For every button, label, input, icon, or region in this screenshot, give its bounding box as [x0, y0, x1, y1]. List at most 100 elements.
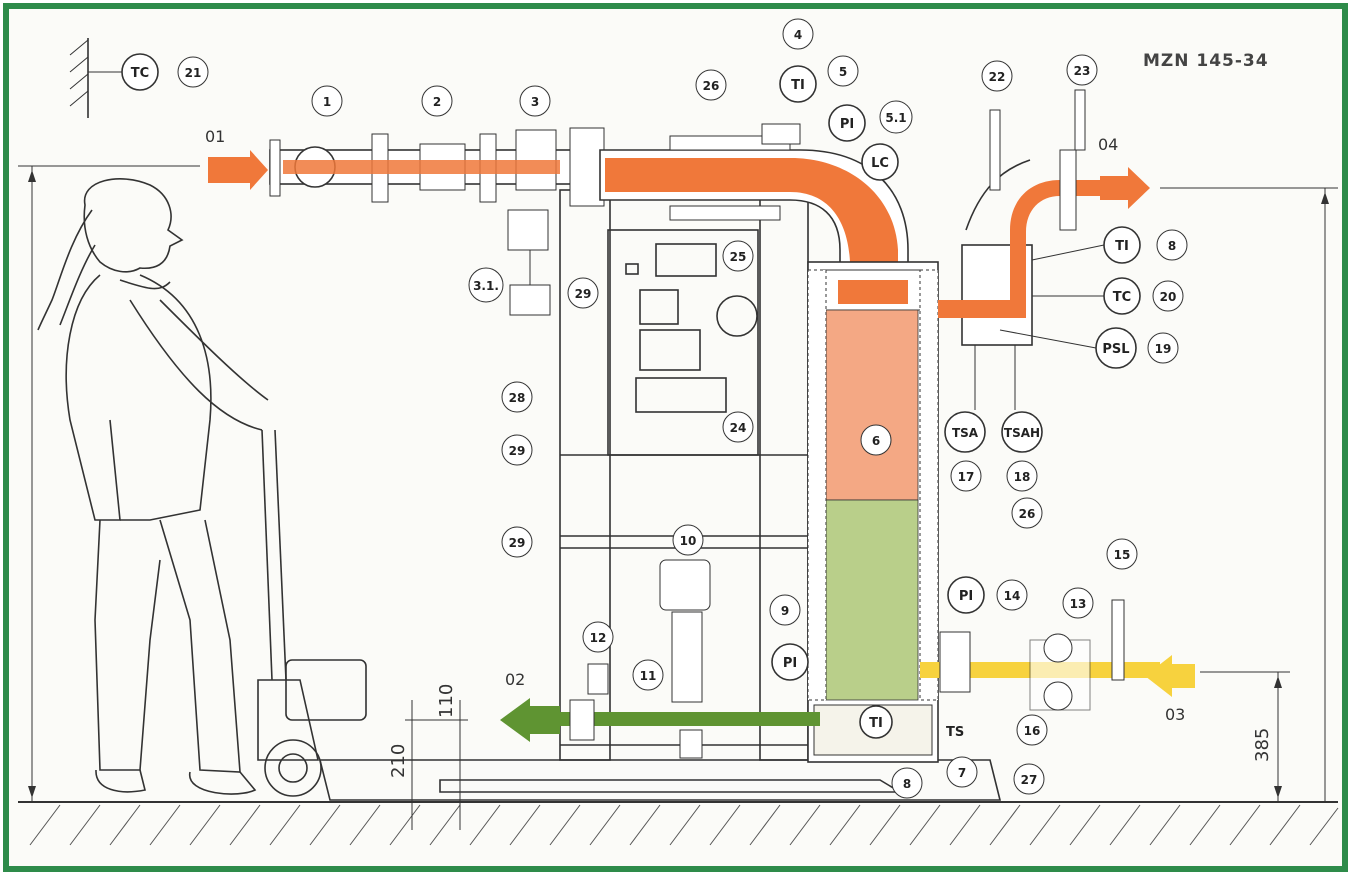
svg-text:15: 15: [1114, 548, 1131, 562]
svg-text:4: 4: [794, 28, 802, 42]
feed-inlet-piping: [920, 599, 1160, 711]
svg-text:TI: TI: [1115, 239, 1129, 254]
callout-19: 19: [1147, 332, 1179, 364]
callout-7: 7: [946, 756, 978, 788]
svg-text:14: 14: [1004, 589, 1021, 603]
svg-text:TSA: TSA: [952, 426, 979, 440]
svg-text:2: 2: [433, 95, 441, 109]
callout-3-1: 3.1.: [468, 267, 504, 303]
dimension-bottom: [405, 700, 468, 830]
callout-29c: 29: [501, 526, 533, 558]
hot-inlet-piping: [269, 127, 605, 316]
instrument-pi-9: PI: [771, 643, 809, 681]
svg-text:20: 20: [1160, 290, 1177, 304]
svg-text:19: 19: [1155, 342, 1172, 356]
svg-text:3.1.: 3.1.: [473, 279, 499, 293]
callout-11: 11: [632, 659, 664, 691]
callout-21: 21: [177, 56, 209, 88]
svg-text:22: 22: [989, 70, 1006, 84]
dimension-overall-height: [18, 165, 200, 802]
svg-text:8: 8: [903, 777, 911, 791]
person-figure: [37, 178, 269, 795]
svg-text:6: 6: [872, 434, 880, 448]
callout-5-1: 5.1: [879, 100, 913, 134]
callout-17: 17: [950, 460, 982, 492]
instrument-tsah: TSAH: [1001, 411, 1043, 453]
svg-text:29: 29: [509, 536, 526, 550]
svg-text:25: 25: [730, 250, 747, 264]
instrument-ts: TS: [946, 725, 964, 740]
callout-3: 3: [519, 85, 551, 117]
svg-text:24: 24: [730, 421, 747, 435]
instrument-lc: LC: [861, 143, 899, 181]
instrument-pi-5: PI: [828, 104, 866, 142]
svg-text:17: 17: [958, 470, 975, 484]
flow-label-04: 04: [1098, 135, 1118, 154]
callout-24: 24: [722, 411, 754, 443]
svg-text:29: 29: [509, 444, 526, 458]
svg-text:27: 27: [1021, 773, 1038, 787]
svg-text:7: 7: [958, 766, 966, 780]
svg-text:18: 18: [1014, 470, 1031, 484]
svg-text:10: 10: [680, 534, 697, 548]
callout-8a: 8: [891, 767, 923, 799]
callout-5: 5: [827, 55, 859, 87]
svg-text:5: 5: [839, 65, 847, 79]
wall-mount: [69, 38, 122, 118]
control-panel: [625, 243, 758, 413]
svg-text:29: 29: [575, 287, 592, 301]
flow-label-01: 01: [205, 127, 225, 146]
hot-outlet-piping: [938, 89, 1110, 410]
flow-arrow-01: [208, 150, 268, 190]
callout-16: 16: [1016, 714, 1048, 746]
callout-13: 13: [1062, 587, 1094, 619]
svg-text:26: 26: [703, 79, 720, 93]
svg-text:12: 12: [590, 631, 607, 645]
instrument-tc-20: TC: [1032, 277, 1141, 315]
callout-9: 9: [769, 594, 801, 626]
cold-outlet-piping: [560, 559, 820, 759]
svg-text:PI: PI: [783, 656, 797, 671]
instrument-psl-19: PSL: [999, 327, 1137, 369]
callout-8b: 8: [1156, 229, 1188, 261]
callout-20: 20: [1152, 280, 1184, 312]
flow-arrow-02: [500, 698, 560, 742]
svg-text:5.1: 5.1: [885, 111, 906, 125]
svg-text:TS: TS: [946, 725, 964, 740]
svg-text:PSL: PSL: [1102, 342, 1129, 357]
svg-text:9: 9: [781, 604, 789, 618]
callout-26a: 26: [695, 69, 727, 101]
svg-text:TSAH: TSAH: [1004, 426, 1040, 440]
instrument-tc-21: TC: [121, 53, 159, 91]
instrument-ti-4: TI: [779, 65, 817, 103]
instrument-tsa: TSA: [944, 411, 986, 453]
dimension-210: 210: [388, 744, 409, 778]
callout-6: 6: [860, 424, 892, 456]
floor: [18, 801, 1339, 846]
svg-text:26: 26: [1019, 507, 1036, 521]
svg-text:13: 13: [1070, 597, 1087, 611]
callout-29b: 29: [501, 434, 533, 466]
flow-arrow-04: [1100, 167, 1150, 209]
callout-27: 27: [1013, 763, 1045, 795]
svg-text:1: 1: [323, 95, 331, 109]
callout-12: 12: [582, 621, 614, 653]
callout-25: 25: [722, 240, 754, 272]
svg-text:TC: TC: [131, 66, 149, 81]
instrument-ti-8: TI: [1031, 226, 1141, 264]
callout-23: 23: [1066, 54, 1098, 86]
instrument-ti-bottom: TI: [859, 705, 893, 739]
callout-1: 1: [311, 85, 343, 117]
svg-text:28: 28: [509, 391, 526, 405]
callout-18: 18: [1006, 460, 1038, 492]
svg-text:TC: TC: [1113, 290, 1131, 305]
svg-text:TI: TI: [869, 716, 883, 731]
svg-text:TI: TI: [791, 78, 805, 93]
callout-29a: 29: [567, 277, 599, 309]
svg-text:11: 11: [640, 669, 657, 683]
flow-label-03: 03: [1165, 705, 1185, 724]
callout-14: 14: [996, 579, 1028, 611]
dimension-right-height: [1160, 187, 1338, 802]
